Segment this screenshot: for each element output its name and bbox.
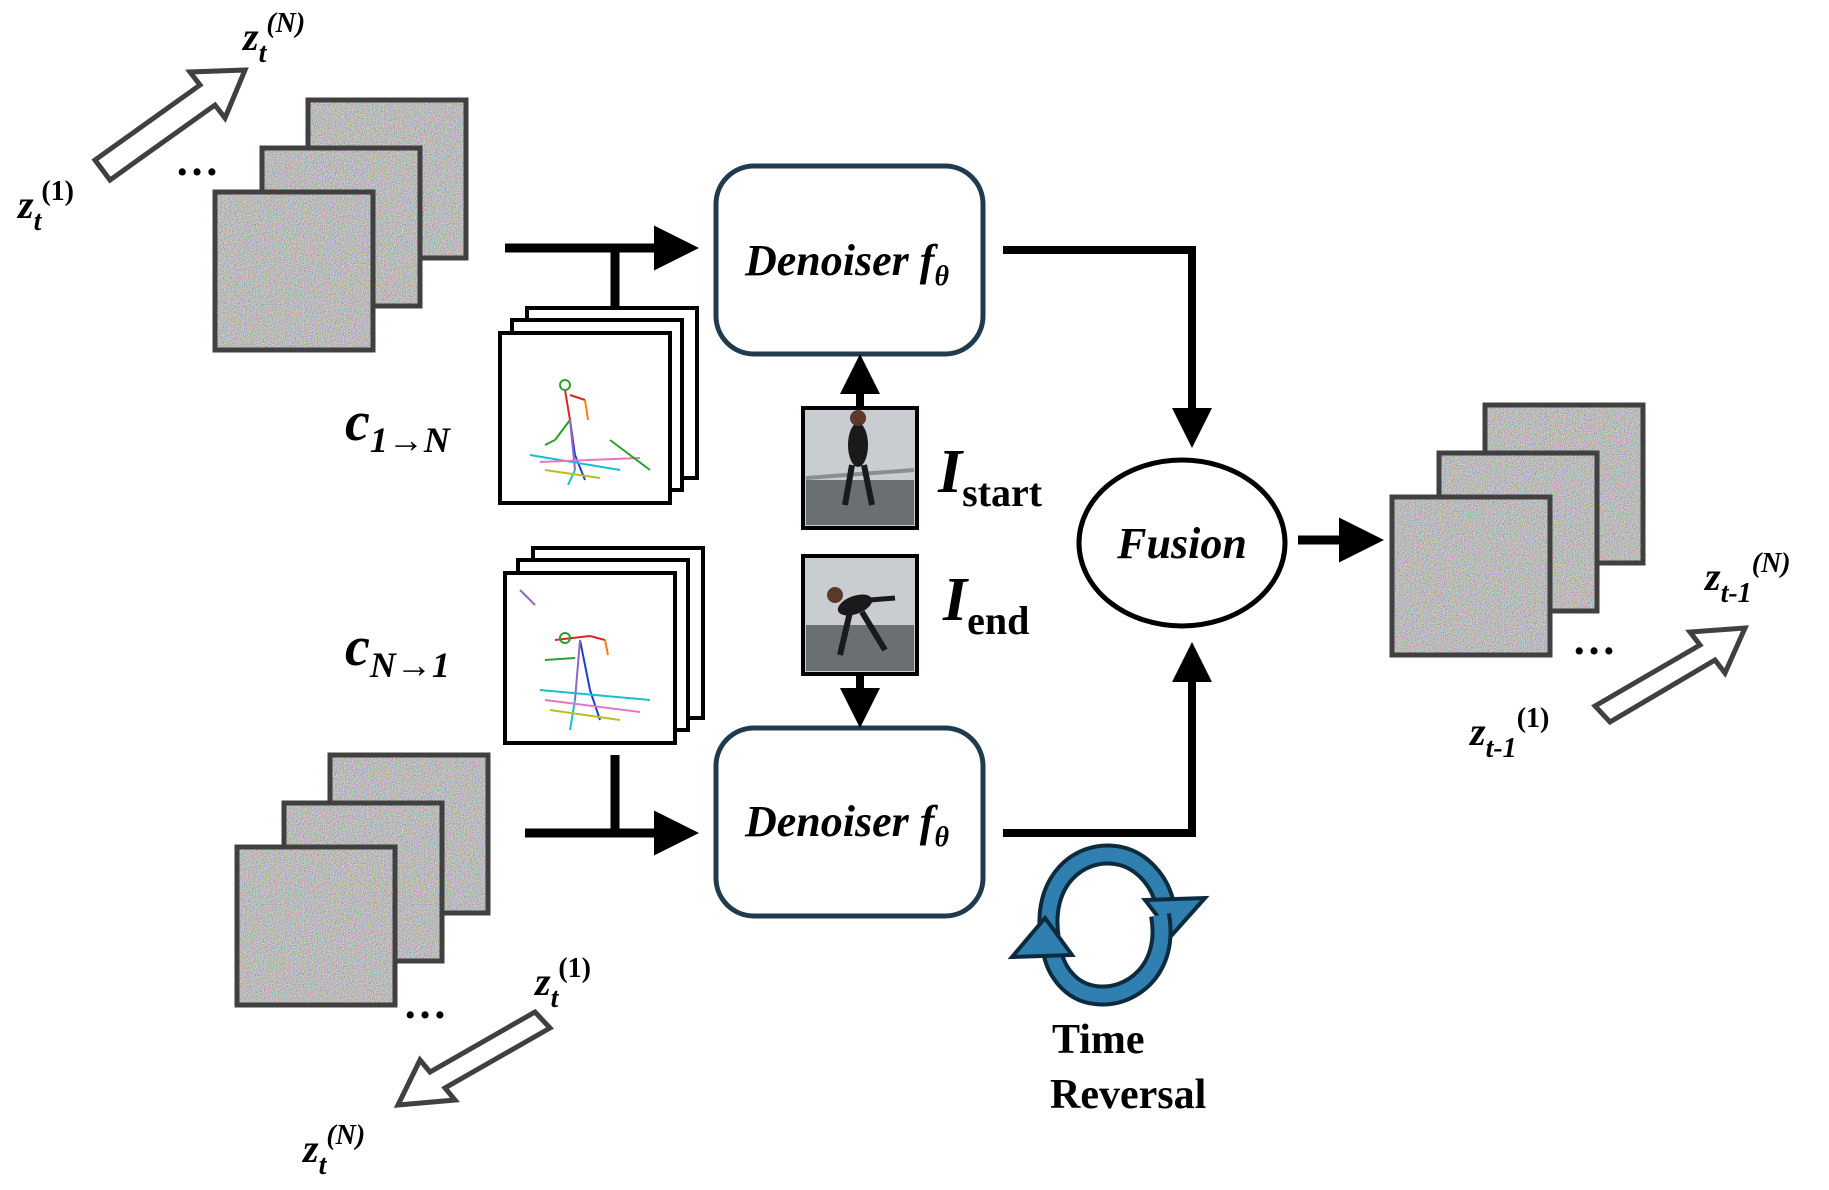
ellipsis-top-input: … <box>175 136 219 185</box>
noise-stack-top-input: … <box>175 97 469 353</box>
latent-label-z-t-1-top: zt(1) <box>16 176 74 237</box>
fusion-node: Fusion <box>1076 457 1288 629</box>
time-reversal-label-line2: Reversal <box>1050 1072 1206 1118</box>
pose-stack-forward <box>498 306 699 505</box>
hollow-arrow-output <box>1591 625 1749 726</box>
noise-frame <box>212 189 376 353</box>
latent-label-z-t-1-out-last: zt-1(N) <box>1703 548 1791 609</box>
latent-label-z-t-n-bottom: zt(N) <box>301 1120 365 1181</box>
arrow-bottom-to-fusion <box>1003 642 1212 837</box>
connector-top-input <box>505 225 699 310</box>
denoiser-bottom: Denoiser fθ <box>713 725 986 919</box>
arrow-top-to-fusion <box>1003 246 1212 448</box>
time-reversal-label-line1: Time <box>1052 1017 1145 1063</box>
connector-bottom-input <box>525 755 699 856</box>
pose-frame <box>498 331 672 505</box>
latent-label-z-t-1-bottom: zt(1) <box>533 953 591 1014</box>
noise-stack-output: … <box>1389 402 1646 664</box>
ellipsis-bottom-input: … <box>403 979 447 1028</box>
fusion-label: Fusion <box>1116 519 1247 568</box>
hollow-arrow-bottom-input <box>393 1008 554 1108</box>
denoiser-top: Denoiser fθ <box>713 163 986 357</box>
cond-label-forward: c1→N <box>345 391 452 460</box>
cond-label-backward: cN→1 <box>345 616 450 685</box>
end-frame-label: Iend <box>942 566 1029 643</box>
denoiser-bottom-label: Denoiser fθ <box>744 797 949 853</box>
pose-frame <box>503 571 677 745</box>
noise-frame <box>1389 494 1553 658</box>
denoiser-top-label: Denoiser fθ <box>744 236 949 292</box>
noise-frame <box>234 844 398 1008</box>
noise-stack-bottom-input: … <box>234 752 491 1028</box>
pose-stack-backward <box>503 546 705 745</box>
start-frame-image <box>801 406 919 530</box>
start-frame-label: Istart <box>937 438 1043 515</box>
end-frame-image <box>801 554 919 676</box>
ellipsis-output: … <box>1572 615 1616 664</box>
hollow-arrow-top-input <box>91 67 249 184</box>
latent-label-z-t-1-out-first: zt-1(1) <box>1468 703 1549 764</box>
time-reversal-icon <box>1007 843 1210 1007</box>
latent-label-z-t-n-top: zt(N) <box>241 8 305 69</box>
